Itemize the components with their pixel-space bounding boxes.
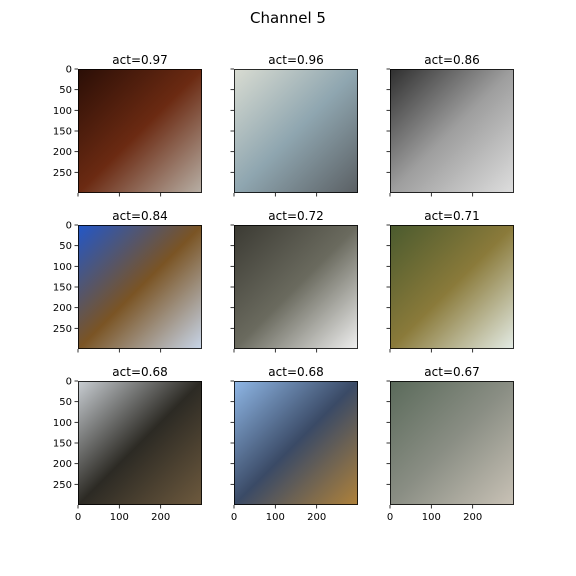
panel-image	[390, 381, 514, 505]
panel-title: act=0.68	[112, 365, 167, 379]
figure-title: Channel 5	[250, 9, 326, 27]
panel: act=0.72	[230, 209, 358, 353]
y-tick-label: 200	[53, 147, 72, 158]
panel-image	[390, 69, 514, 193]
panel: act=0.96	[230, 53, 358, 197]
panel: act=0.67 0 100 200	[386, 365, 514, 523]
x-tick-label: 100	[266, 512, 285, 523]
panel-frame	[78, 225, 202, 349]
panel-title: act=0.84	[112, 209, 167, 223]
panel-frame	[390, 381, 514, 505]
panel-image	[234, 69, 358, 193]
y-tick-label: 150	[53, 127, 72, 138]
x-tick-label: 200	[307, 512, 326, 523]
panel-title: act=0.72	[268, 209, 323, 223]
y-tick-label: 250	[53, 168, 72, 179]
panel-image	[390, 225, 514, 349]
panel: act=0.68 0 50 100 150 200 250 0 100 200	[53, 365, 202, 523]
panel-image	[78, 225, 202, 349]
y-tick-label: 100	[53, 262, 72, 273]
y-tick-label: 50	[59, 241, 72, 252]
x-tick-label: 0	[231, 512, 237, 523]
panel-title: act=0.71	[424, 209, 479, 223]
y-tick-label: 150	[53, 283, 72, 294]
x-tick-label: 200	[463, 512, 482, 523]
y-tick-label: 0	[66, 221, 72, 232]
y-tick-label: 200	[53, 459, 72, 470]
y-tick-label: 250	[53, 324, 72, 335]
panel-frame	[234, 381, 358, 505]
panel-frame	[78, 381, 202, 505]
panel-grid: act=0.97 0 50 100 150 200 250 act=0.96 act=0.86 a…	[53, 53, 514, 523]
y-tick-label: 50	[59, 397, 72, 408]
y-tick-label: 100	[53, 106, 72, 117]
panel-title: act=0.86	[424, 53, 479, 67]
panel-frame	[234, 69, 358, 193]
panel-image	[234, 381, 358, 505]
panel: act=0.71	[386, 209, 514, 353]
panel-frame	[390, 69, 514, 193]
y-tick-label: 50	[59, 85, 72, 96]
panel-image	[78, 381, 202, 505]
panel-image	[78, 69, 202, 193]
panel-frame	[234, 225, 358, 349]
y-tick-label: 0	[66, 377, 72, 388]
y-tick-label: 0	[66, 65, 72, 76]
y-tick-label: 200	[53, 303, 72, 314]
panel: act=0.84 0 50 100 150 200 250	[53, 209, 202, 353]
panel-frame	[390, 225, 514, 349]
x-tick-label: 0	[75, 512, 81, 523]
x-tick-label: 200	[151, 512, 170, 523]
y-tick-label: 250	[53, 480, 72, 491]
x-tick-label: 100	[422, 512, 441, 523]
panel: act=0.68 0 100 200	[230, 365, 358, 523]
y-tick-label: 100	[53, 418, 72, 429]
panel: act=0.97 0 50 100 150 200 250	[53, 53, 202, 197]
y-tick-label: 150	[53, 439, 72, 450]
panel: act=0.86	[386, 53, 514, 197]
panel-title: act=0.67	[424, 365, 479, 379]
panel-title: act=0.96	[268, 53, 323, 67]
panel-title: act=0.97	[112, 53, 167, 67]
panel-title: act=0.68	[268, 365, 323, 379]
panel-image	[234, 225, 358, 349]
x-tick-label: 100	[110, 512, 129, 523]
x-tick-label: 0	[387, 512, 393, 523]
panel-frame	[78, 69, 202, 193]
